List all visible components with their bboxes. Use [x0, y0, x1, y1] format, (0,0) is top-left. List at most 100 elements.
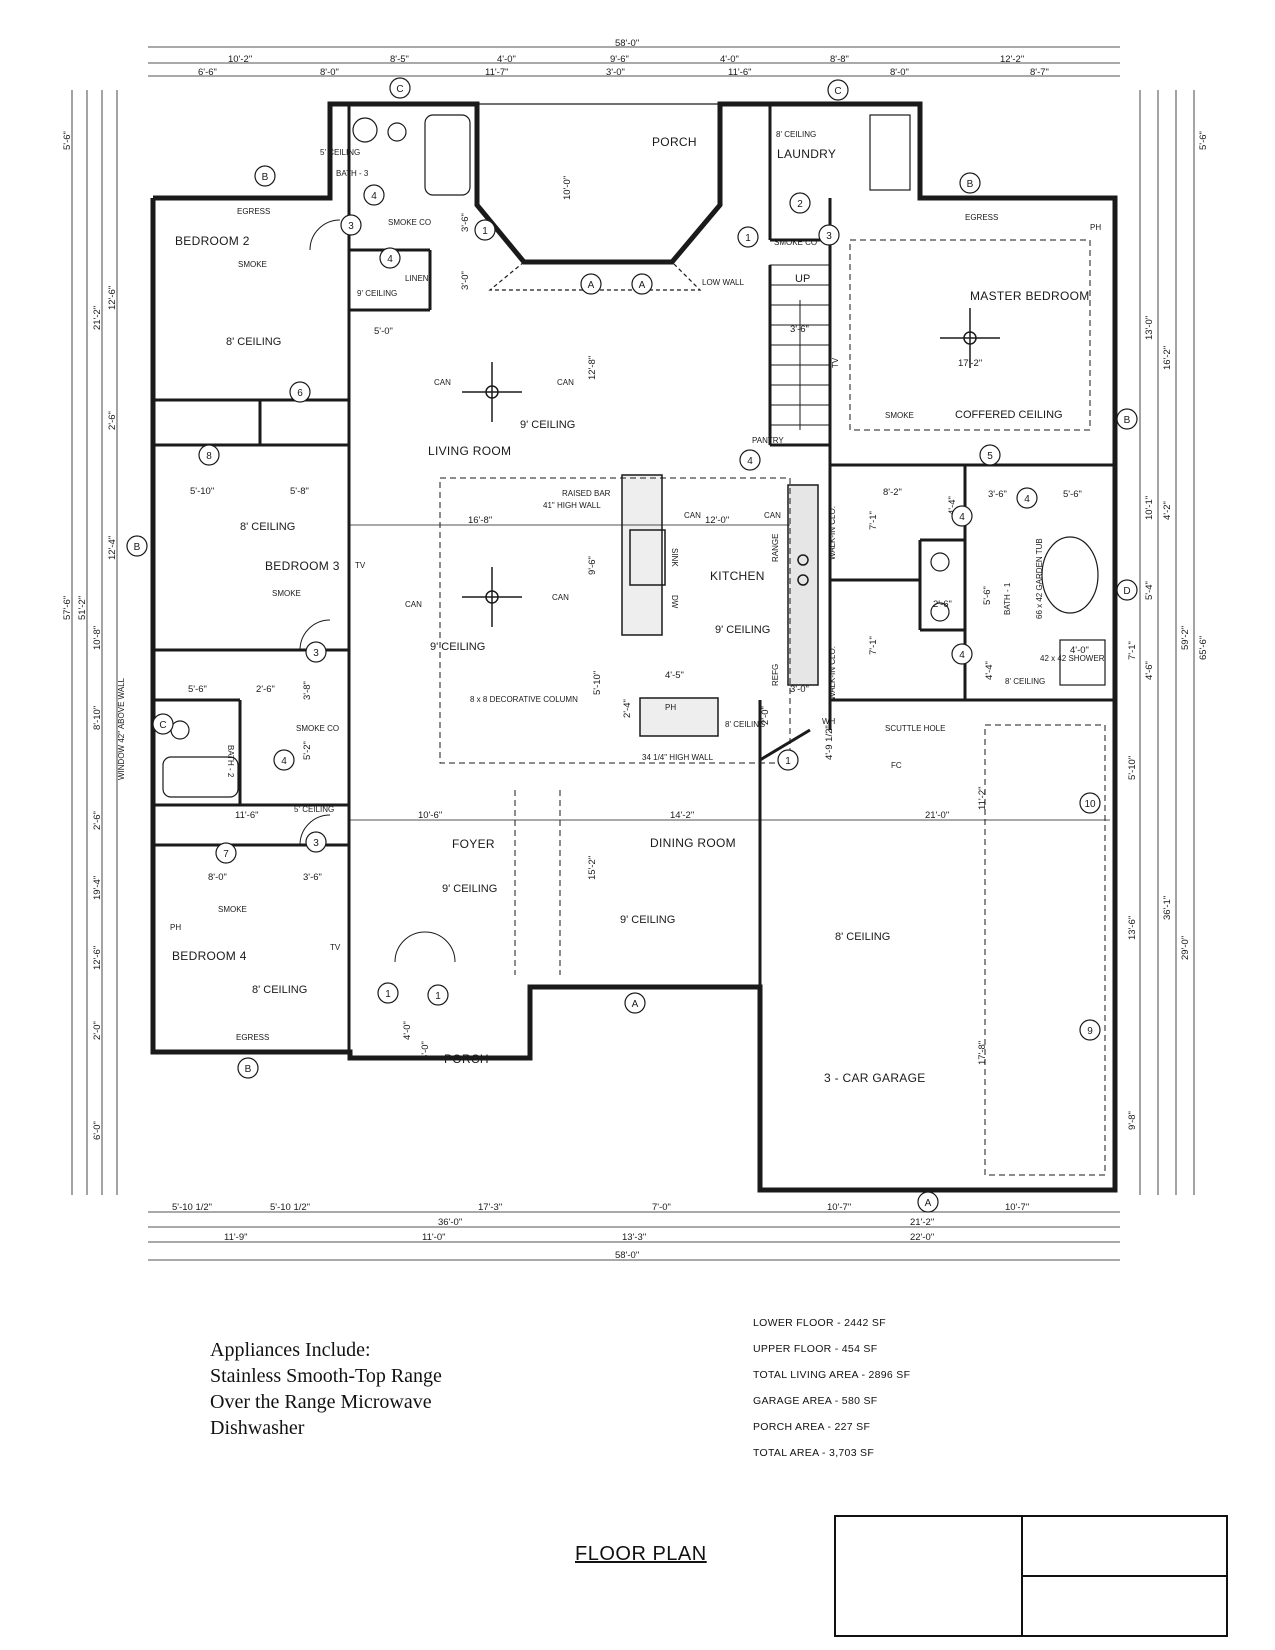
dim-bot-f: 10'-7" — [1005, 1202, 1029, 1213]
dim-porch-d: 10'-0" — [562, 176, 573, 200]
appliance-item: Stainless Smooth-Top Range — [210, 1365, 442, 1387]
note-raised-bar: RAISED BAR — [562, 489, 611, 498]
note-ceiling-kitchen: 9' CEILING — [715, 624, 770, 636]
note-high-wall-34: 34 1/4" HIGH WALL — [642, 753, 714, 762]
dim-bot2-b: 21'-2" — [910, 1217, 934, 1228]
dim-garage-d2: 17'-8" — [977, 1041, 988, 1065]
dim-closet-b: 3'-6" — [988, 489, 1007, 500]
dim-right-f: 10'-1" — [1144, 496, 1155, 520]
dim-living-w: 16'-8" — [468, 515, 492, 526]
door-swings — [299, 219, 456, 963]
note-low-wall: LOW WALL — [702, 278, 744, 287]
dim-right-k: 36'-1" — [1162, 896, 1173, 920]
ceiling-lines — [439, 239, 1106, 1176]
tag-a-3: A — [632, 999, 639, 1010]
dim-col-c: 5'-10" — [592, 671, 603, 695]
note-garden-tub: 66 x 42 GARDEN TUB — [1035, 538, 1044, 619]
dim-vanity2: 5'-6" — [982, 586, 993, 605]
dim-bot-a: 5'-10 1/2" — [172, 1202, 212, 1213]
tag-1-3: 1 — [785, 756, 791, 767]
dim-left-e: 12'-6" — [107, 286, 118, 310]
dim-bot2-a: 36'-0" — [438, 1217, 462, 1228]
tag-b-5: B — [245, 1064, 252, 1075]
dim-garage-d1: 11'-2" — [977, 787, 988, 811]
dim-bed3-a: 5'-10" — [190, 486, 214, 497]
dim-top2-d: 3'-0" — [606, 67, 625, 78]
dim-right-e: 13'-0" — [1144, 316, 1155, 340]
dim-bot-c: 17'-3" — [478, 1202, 502, 1213]
note-tv-2: TV — [330, 943, 341, 952]
dim-bath1-a: 5'-6" — [1063, 489, 1082, 500]
dim-kitchen-d: 9'-6" — [587, 556, 598, 575]
dim-col-a: 4'-5" — [665, 670, 684, 681]
note-ceiling-linen: 9' CEILING — [357, 289, 397, 298]
area-lower-floor: LOWER FLOOR - 2442 SF — [753, 1317, 886, 1329]
dim-top-d: 9'-6" — [610, 54, 629, 65]
dim-right-a: 5'-6" — [1198, 131, 1209, 150]
dim-right-c: 59'-2" — [1180, 626, 1191, 650]
note-ceiling-hall: 5' CEILING — [294, 805, 334, 814]
note-egress-master: EGRESS — [965, 213, 998, 222]
dim-vanity: 2'-6" — [933, 599, 952, 610]
tag-a-2: A — [639, 280, 646, 291]
label-bedroom-3: BEDROOM 3 — [265, 559, 340, 573]
dim-bath-e: 4'-4" — [984, 661, 995, 680]
note-high-wall-41: 41" HIGH WALL — [543, 501, 601, 510]
dim-top-b: 8'-5" — [390, 54, 409, 65]
tag-4-1: 4 — [371, 191, 377, 202]
tag-8: 8 — [206, 451, 212, 462]
dim-col-d: 2'-0" — [760, 706, 771, 725]
tag-a-4: A — [925, 1198, 932, 1209]
tag-1-5: 1 — [435, 991, 441, 1002]
note-smoke-co-1: SMOKE CO — [388, 218, 431, 227]
area-upper-floor: UPPER FLOOR - 454 SF — [753, 1343, 878, 1355]
tag-4-3: 4 — [747, 456, 753, 467]
dim-dining-w: 14'-2" — [670, 810, 694, 821]
note-decorative-column: 8 x 8 DECORATIVE COLUMN — [470, 695, 578, 704]
title-block-divider-horizontal — [1021, 1575, 1226, 1577]
dim-right-j: 7'-1" — [1127, 641, 1138, 660]
dim-bot3-c: 13'-3" — [622, 1232, 646, 1243]
note-can-4: CAN — [764, 511, 781, 520]
note-smoke-bed2: SMOKE — [238, 260, 267, 269]
dim-top-g: 12'-2" — [1000, 54, 1024, 65]
dim-closet-a: 8'-2" — [883, 487, 902, 498]
dim-left-n: 6'-0" — [92, 1121, 103, 1140]
dim-right-d: 16'-2" — [1162, 346, 1173, 370]
dim-top-f: 8'-8" — [830, 54, 849, 65]
note-ceiling-living-2: 9' CEILING — [430, 641, 485, 653]
section-tag-labels: B C C B A A B D B C A B A 4 4 1 1 2 3 3 … — [134, 84, 1131, 1209]
area-summary: LOWER FLOOR - 2442 SF UPPER FLOOR - 454 … — [753, 1310, 910, 1466]
dim-garage-w: 21'-0" — [925, 810, 949, 821]
dim-bath3-d: 3'-6" — [460, 213, 471, 232]
dim-wic-b: 7'-1" — [868, 636, 879, 655]
plan-notes: 8' CEILING 8' CEILING 8' CEILING 9' CEIL… — [117, 130, 1105, 1042]
kitchen-counters — [621, 474, 819, 737]
note-egress-bed2: EGRESS — [237, 207, 270, 216]
tag-9: 9 — [1087, 1026, 1093, 1037]
label-dining-room: DINING ROOM — [650, 836, 736, 850]
area-total-living: TOTAL LIVING AREA - 2896 SF — [753, 1369, 911, 1381]
dim-top2-e: 11'-6" — [728, 67, 752, 78]
tag-3-4: 3 — [313, 838, 319, 849]
note-smoke-co-2: SMOKE CO — [774, 238, 817, 247]
dimension-lines — [71, 46, 1195, 1261]
dim-porch2-b: 6'-0" — [420, 1041, 431, 1060]
dim-left-m: 2'-0" — [92, 1021, 103, 1040]
note-ceiling-garage: 8' CEILING — [835, 931, 890, 943]
tag-b-1: B — [262, 172, 269, 183]
room-labels: BEDROOM 2 BEDROOM 3 BEDROOM 4 LIVING ROO… — [172, 135, 1089, 1085]
label-living-room: LIVING ROOM — [428, 444, 511, 458]
dim-right-h: 5'-4" — [1144, 581, 1155, 600]
note-scuttle-hole: SCUTTLE HOLE — [885, 724, 945, 733]
tag-d: D — [1123, 586, 1130, 597]
note-shower: 42 x 42 SHOWER — [1040, 654, 1105, 663]
dim-bot-total: 58'-0" — [615, 1250, 639, 1261]
dim-left-g: 12'-4" — [107, 536, 118, 560]
label-bath-3: BATH - 3 — [336, 169, 369, 178]
drawing-title: FLOOR PLAN — [575, 1543, 707, 1565]
tag-1-4: 1 — [385, 989, 391, 1000]
exterior-walls — [150, 101, 1118, 1193]
label-laundry: LAUNDRY — [777, 147, 836, 161]
dim-bot3-d: 22'-0" — [910, 1232, 934, 1243]
